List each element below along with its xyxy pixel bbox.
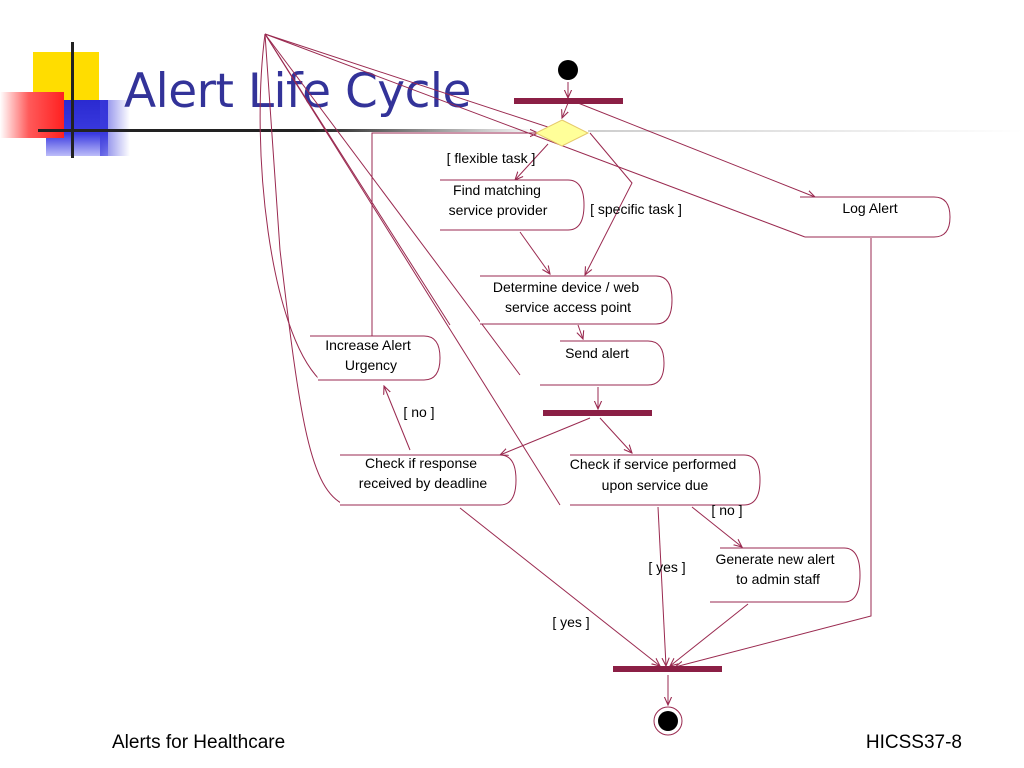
guard-yes-service: [ yes ] — [648, 559, 685, 575]
activity-check-service-shape — [570, 454, 761, 506]
footer-right: HICSS37-8 — [865, 732, 962, 753]
activity-increase-line1: Increase Alert — [325, 337, 411, 353]
activity-determine-shape — [480, 275, 673, 325]
activity-check-response-line1: Check if response — [365, 455, 477, 471]
activity-check-response-line2: received by deadline — [359, 475, 488, 491]
connector-no-increase — [384, 386, 411, 451]
activity-find-matching-line2: service provider — [449, 202, 548, 218]
footer-left: Alerts for Healthcare — [112, 732, 286, 753]
join-bar-end — [613, 666, 722, 672]
guard-no-service: [ no ] — [711, 502, 742, 518]
connector-find-determine — [519, 231, 550, 274]
connector-increase-loop — [259, 33, 321, 381]
fork-bar-send — [543, 410, 652, 416]
title-underline-fade — [588, 130, 1024, 132]
activity-log-alert-shape — [800, 196, 951, 238]
activity-generate-line2: to admin staff — [736, 571, 820, 587]
connector-to-decision — [264, 33, 561, 132]
activity-shapes — [310, 179, 951, 603]
activity-log-alert: Log Alert — [842, 200, 897, 216]
connector-determine-send — [578, 324, 583, 339]
connector-send-loop — [264, 33, 521, 376]
connector-check-response-loop — [264, 33, 346, 506]
activity-find-matching-shape — [440, 179, 585, 231]
connector-no-generate — [691, 506, 742, 547]
guard-yes-response: [ yes ] — [552, 614, 589, 630]
decor-blue-fade — [100, 100, 130, 156]
connector-fork-decision — [562, 102, 568, 118]
connector-log-join — [675, 238, 872, 667]
activity-increase-shape — [310, 335, 441, 381]
activity-increase-line2: Urgency — [345, 357, 397, 373]
connector-flexible — [515, 143, 549, 180]
guard-no-response: [ no ] — [403, 404, 434, 420]
activity-send-alert: Send alert — [565, 345, 629, 361]
guard-flexible-task: [ flexible task ] — [447, 150, 536, 166]
activity-check-service-line1: Check if service performed — [570, 456, 737, 472]
final-node — [658, 711, 678, 731]
slide-title: Alert Life Cycle — [124, 64, 471, 119]
activity-check-response-shape — [340, 454, 517, 506]
connector-check-service-loop — [264, 33, 561, 506]
decision-node — [534, 119, 590, 147]
connector-specific — [585, 132, 633, 275]
connector-generate-join — [670, 603, 749, 666]
title-underline — [38, 129, 538, 132]
activity-check-service-line2: upon service due — [602, 477, 709, 493]
activity-determine-line1: Determine device / web — [493, 279, 640, 295]
guard-specific-task: [ specific task ] — [590, 201, 682, 217]
connector-fork-log — [577, 102, 815, 197]
connector-yes-service-join — [657, 506, 666, 666]
activity-find-matching-line1: Find matching — [453, 182, 541, 198]
decor-vertical-line — [71, 42, 74, 158]
initial-node — [558, 60, 578, 80]
activity-determine-line2: service access point — [505, 299, 631, 315]
connector-fork-check-response — [500, 417, 591, 455]
activity-generate-shape — [710, 547, 861, 603]
activity-generate-line1: Generate new alert — [715, 551, 834, 567]
connectors — [259, 33, 872, 705]
connector-yes-join — [459, 507, 660, 666]
activity-send-shape — [540, 340, 665, 386]
fork-bar-start — [514, 98, 623, 104]
connector-fork-check-service — [599, 417, 632, 453]
connector-increase-decision — [371, 133, 538, 338]
